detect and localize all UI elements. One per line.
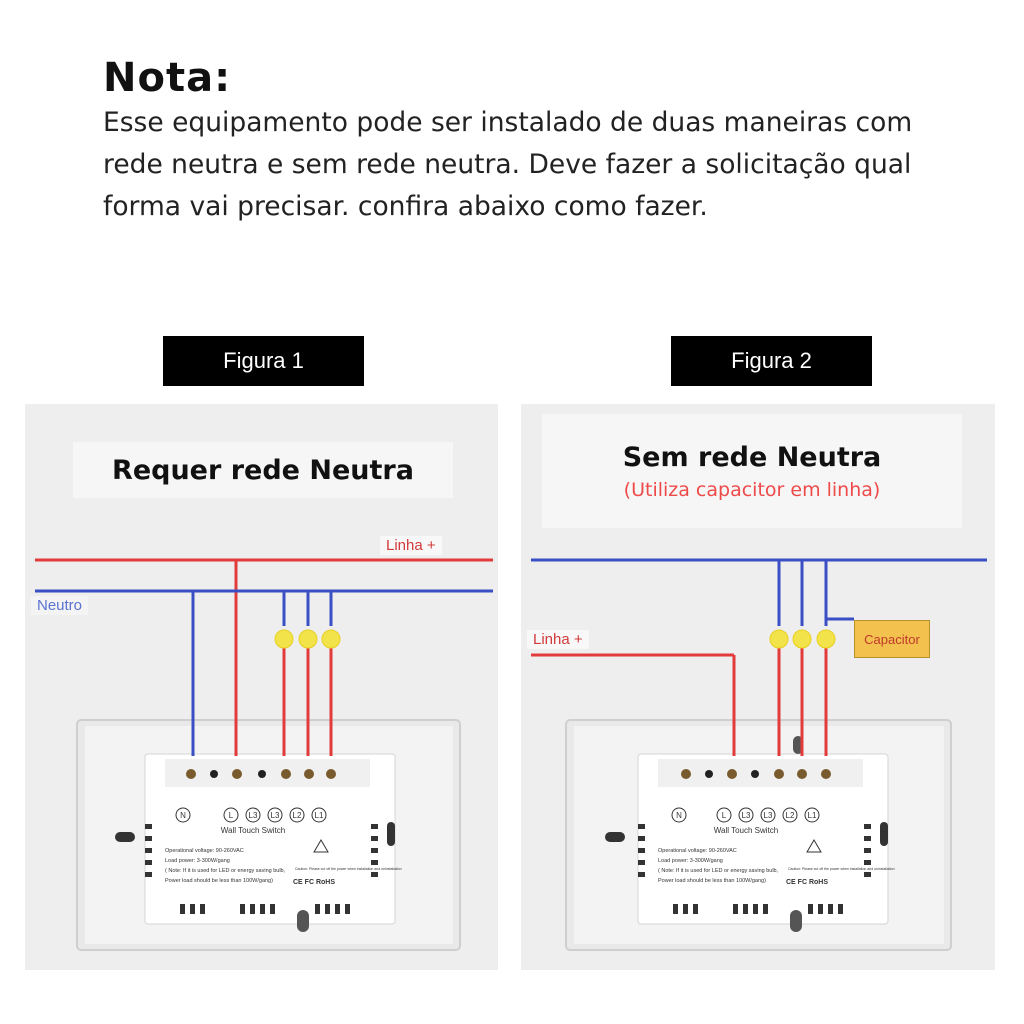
figure-1-wiring: N L L3 L3 L2 L1 Wall Touch Switch Operat… xyxy=(35,558,493,951)
svg-text:Load power: 3-300W/gang: Load power: 3-300W/gang xyxy=(165,858,230,864)
svg-text:L3: L3 xyxy=(249,811,258,820)
cert-marks: CE FC RoHS xyxy=(293,879,335,886)
figure-1-diagram: N L L3 L3 L2 L1 Wall Touch Switch Operat… xyxy=(25,404,498,970)
model-text: Wall Touch Switch xyxy=(221,826,285,835)
bulb-icon xyxy=(298,629,318,649)
svg-text:( Note: If it is used for LED: ( Note: If it is used for LED or energy … xyxy=(165,868,286,874)
figure-2-caption-box: Sem rede Neutra (Utiliza capacitor em li… xyxy=(542,414,962,528)
bulb-icon xyxy=(769,629,789,649)
svg-text:Power load should be less than: Power load should be less than 100W/gang… xyxy=(658,878,766,884)
svg-text:Power load should be less than: Power load should be less than 100W/gang… xyxy=(165,878,273,884)
neutral-label: Neutro xyxy=(31,596,89,615)
line-label: Linha + xyxy=(527,630,589,649)
figure-2-wiring: N L L3 L3 L2 L1 Wall Touch Switch Operat… xyxy=(531,558,987,951)
switch-plate: N L L3 L3 L2 L1 Wall Touch Switch Operat… xyxy=(76,719,461,951)
neutral-wire xyxy=(35,589,493,756)
caution-text: Caution: Please cut off the power when i… xyxy=(295,867,402,871)
svg-text:L1: L1 xyxy=(808,811,817,820)
bulb-icon xyxy=(792,629,812,649)
bulb-icon xyxy=(321,629,341,649)
svg-text:L2: L2 xyxy=(786,811,795,820)
caution-text: Caution: Please cut off the power when i… xyxy=(788,867,895,871)
figure-2-caption: Sem rede Neutra xyxy=(622,441,882,473)
svg-text:L3: L3 xyxy=(742,811,751,820)
svg-text:L3: L3 xyxy=(271,811,280,820)
svg-text:L: L xyxy=(229,811,234,820)
note-body: Esse equipamento pode ser instalado de d… xyxy=(103,107,913,222)
note-title: Nota: xyxy=(103,55,232,101)
line-label: Linha + xyxy=(380,536,442,555)
svg-text:L2: L2 xyxy=(293,811,302,820)
neutral-wire xyxy=(531,558,987,626)
bulbs xyxy=(769,629,836,649)
model-text: Wall Touch Switch xyxy=(714,826,778,835)
figure-2-label: Figura 2 xyxy=(671,336,872,386)
svg-text:L: L xyxy=(722,811,727,820)
bulbs xyxy=(274,629,341,649)
svg-text:N: N xyxy=(676,811,682,820)
svg-text:Operational voltage: 90-260VAC: Operational voltage: 90-260VAC xyxy=(165,848,244,854)
bulb-icon xyxy=(816,629,836,649)
line-wire xyxy=(35,558,493,756)
figure-1-label: Figura 1 xyxy=(163,336,364,386)
switch-plate: N L L3 L3 L2 L1 Wall Touch Switch Operat… xyxy=(565,719,952,951)
figure-2-diagram: N L L3 L3 L2 L1 Wall Touch Switch Operat… xyxy=(521,404,995,970)
svg-text:L1: L1 xyxy=(315,811,324,820)
svg-text:N: N xyxy=(180,811,186,820)
figure-1-caption-box: Requer rede Neutra xyxy=(73,442,453,498)
svg-text:( Note: If it is used for LED: ( Note: If it is used for LED or energy … xyxy=(658,868,779,874)
cert-marks: CE FC RoHS xyxy=(786,879,828,886)
capacitor-label: Capacitor xyxy=(854,620,930,658)
svg-text:Operational voltage: 90-260VAC: Operational voltage: 90-260VAC xyxy=(658,848,737,854)
line-wire xyxy=(531,639,828,756)
bulb-icon xyxy=(274,629,294,649)
figure-1-caption: Requer rede Neutra xyxy=(112,454,414,486)
svg-text:Load power: 3-300W/gang: Load power: 3-300W/gang xyxy=(658,858,723,864)
svg-text:L3: L3 xyxy=(764,811,773,820)
figure-2-subcaption: (Utiliza capacitor em linha) xyxy=(623,478,881,501)
